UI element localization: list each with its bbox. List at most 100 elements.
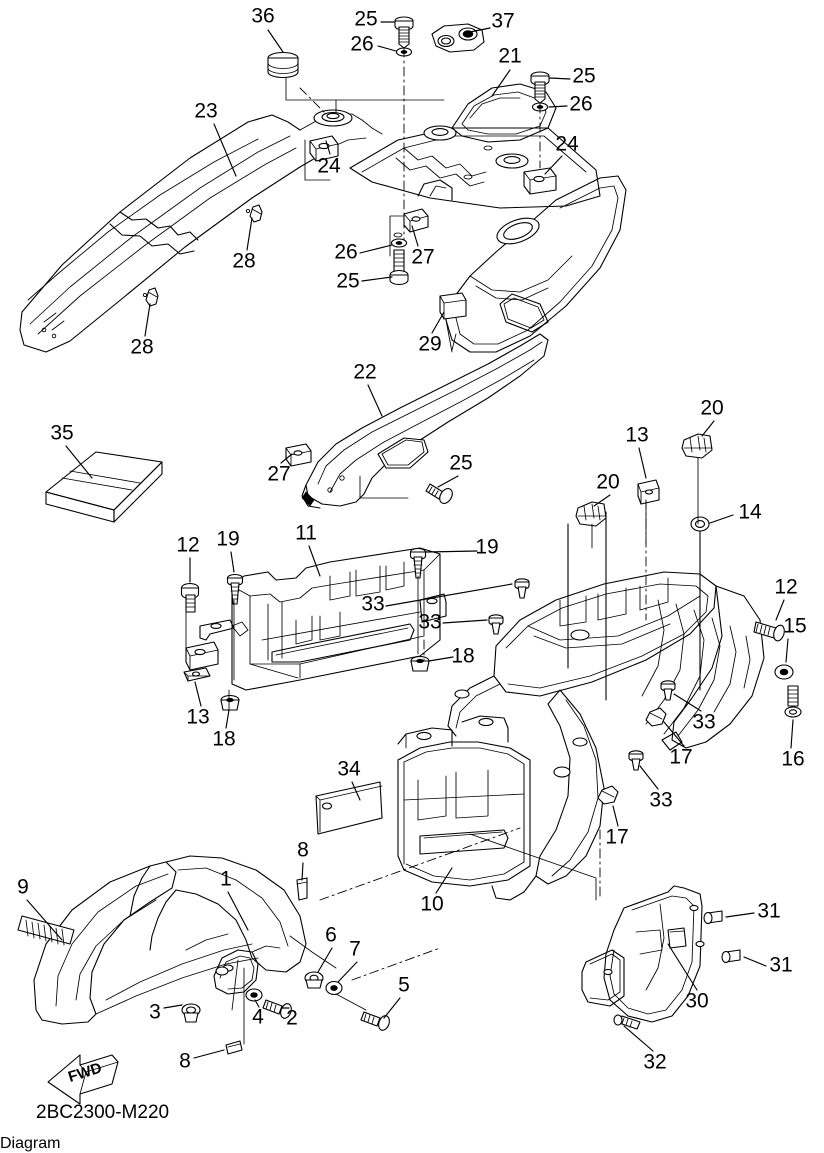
- callout-26: 26: [569, 93, 592, 116]
- part-37-plate: [431, 23, 485, 53]
- callout-25: 25: [336, 270, 359, 293]
- fastener-33-screw-c: [660, 680, 676, 701]
- callout-3: 3: [149, 1001, 161, 1024]
- fastener-3-bolt: [181, 1003, 201, 1023]
- callout-20: 20: [700, 397, 723, 420]
- part-17-clip-b: [597, 785, 619, 805]
- callout-12: 12: [176, 534, 199, 557]
- part-20-clip-b: [681, 433, 713, 459]
- part-13-plate-a: [183, 667, 211, 682]
- fastener-4-washer: [245, 988, 263, 1002]
- callout-28: 28: [130, 336, 153, 359]
- callout-14: 14: [738, 501, 762, 524]
- callout-25: 25: [572, 65, 595, 88]
- callout-5: 5: [398, 974, 410, 997]
- fastener-2-bolt: [262, 999, 292, 1019]
- callout-11: 11: [295, 522, 317, 545]
- part-23-tail-cover-left: [19, 109, 383, 353]
- callout-7: 7: [349, 938, 361, 961]
- part-36-collar: [267, 51, 299, 79]
- callout-2: 2: [286, 1007, 298, 1030]
- callout-28: 28: [232, 250, 255, 273]
- alignment-axes: [299, 47, 647, 981]
- fastener-31-bolt-a: [703, 910, 723, 925]
- fastener-25-bolt-b: [530, 71, 550, 104]
- callout-34: 34: [337, 758, 361, 781]
- callout-35: 35: [50, 422, 73, 445]
- callout-25: 25: [449, 452, 472, 475]
- callout-29: 29: [418, 333, 441, 356]
- callout-26: 26: [350, 33, 373, 56]
- callout-17: 17: [669, 746, 692, 769]
- part-13-plate-b: [637, 479, 660, 505]
- callout-33: 33: [649, 789, 672, 812]
- fastener-14-nut: [690, 516, 710, 532]
- fastener-6-nut: [304, 971, 324, 989]
- fastener-19-screw-b: [409, 547, 427, 579]
- fwd-direction-marker: FWD: [47, 1054, 119, 1105]
- part-34-plate: [315, 781, 383, 835]
- callout-23: 23: [194, 100, 217, 123]
- callout-1: 1: [220, 868, 232, 891]
- part-8-clip-a: [296, 877, 308, 901]
- callout-15: 15: [783, 615, 806, 638]
- fastener-33-screw-b: [488, 614, 504, 635]
- fastener-18-nut-b: [410, 655, 430, 672]
- callout-33: 33: [418, 611, 441, 634]
- part-20-clip-a: [575, 501, 607, 527]
- callout-36: 36: [251, 5, 274, 28]
- fastener-12-bolt-b: [753, 621, 785, 642]
- callout-8: 8: [179, 1050, 191, 1073]
- part-9-emblem: [17, 915, 75, 946]
- callout-6: 6: [325, 924, 337, 947]
- part-21-tail-cowl: [349, 83, 627, 353]
- part-30-cover: [581, 885, 705, 1023]
- fastener-33-screw-d: [628, 750, 644, 771]
- callout-26: 26: [334, 241, 357, 264]
- callout-33: 33: [361, 593, 384, 616]
- fastener-19-screw-a: [226, 573, 244, 605]
- part-1-front-fender: [17, 855, 307, 1025]
- callout-27: 27: [267, 463, 290, 486]
- callout-21: 21: [498, 45, 521, 68]
- callout-30: 30: [685, 990, 708, 1013]
- fastener-26-washer-c: [390, 238, 408, 248]
- callout-22: 22: [353, 361, 376, 384]
- fastener-25-bolt-c: [389, 249, 409, 286]
- callout-31: 31: [757, 900, 780, 923]
- callout-13: 13: [625, 424, 648, 447]
- callout-10: 10: [420, 893, 443, 916]
- callout-19: 19: [475, 536, 498, 559]
- callout-37: 37: [491, 10, 514, 33]
- part-35-pad: [45, 451, 163, 523]
- fastener-25-bolt-d: [425, 483, 453, 504]
- part-17-clip-a: [645, 707, 667, 727]
- clip-28-lower: [145, 287, 159, 307]
- callout-24: 24: [317, 155, 341, 178]
- part-8-clip-b: [225, 1040, 243, 1055]
- fastener-31-bolt-b: [721, 949, 741, 964]
- callout-9: 9: [17, 876, 29, 899]
- callout-18: 18: [451, 645, 474, 668]
- callout-31: 31: [769, 954, 792, 977]
- callout-32: 32: [643, 1051, 666, 1074]
- fastener-25-bolt-a: [394, 16, 414, 49]
- callout-12: 12: [774, 576, 797, 599]
- callout-4: 4: [252, 1006, 264, 1029]
- callout-24: 24: [555, 133, 579, 156]
- part-22-side-cover: [285, 333, 549, 509]
- fastener-7-washer: [325, 980, 343, 996]
- clip-28-upper: [249, 204, 263, 223]
- callout-18: 18: [212, 728, 235, 751]
- fastener-32-bolt: [613, 1014, 641, 1030]
- fastener-33-screw-a: [514, 578, 530, 599]
- callout-20: 20: [596, 471, 619, 494]
- fastener-16-bolt: [784, 685, 802, 718]
- callout-8: 8: [297, 839, 309, 862]
- fastener-12-bolt-a: [180, 582, 200, 613]
- leader-lines: [26, 21, 794, 1059]
- fastener-5-bolt: [360, 1011, 390, 1031]
